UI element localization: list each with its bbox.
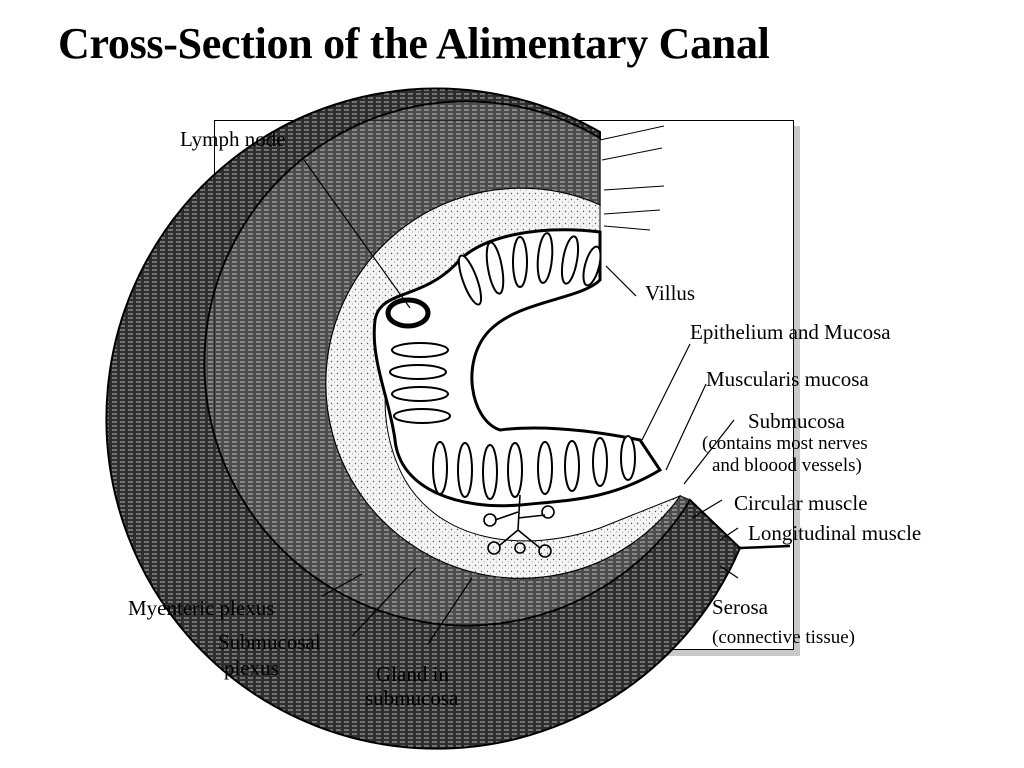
- label-submucosa: Submucosa: [748, 409, 845, 433]
- label-serosa: Serosa: [712, 595, 768, 619]
- label-submucosa-note-2: and bloood vessels): [712, 455, 862, 476]
- label-submucosal-plexus-1: Submucosal: [218, 630, 321, 654]
- lymph-node: [385, 297, 431, 329]
- leader-lines: [303, 159, 739, 645]
- label-circular-muscle: Circular muscle: [734, 491, 868, 515]
- villi: [389, 232, 636, 500]
- label-submucosal-plexus-2: plexus: [224, 656, 279, 680]
- label-epithelium-mucosa: Epithelium and Mucosa: [690, 320, 891, 344]
- label-submucosa-note-1: (contains most nerves: [702, 433, 868, 454]
- label-serosa-note: (connective tissue): [712, 627, 855, 648]
- label-gland-in-submucosa-2: submucosa: [365, 686, 459, 710]
- label-muscularis-mucosa: Muscularis mucosa: [706, 367, 869, 391]
- label-villus: Villus: [645, 281, 696, 305]
- page-title: Cross-Section of the Alimentary Canal: [58, 19, 770, 68]
- mesentery-lines: [599, 125, 791, 550]
- label-myenteric-plexus: Myenteric plexus: [128, 596, 275, 620]
- submucosal-gland: [483, 494, 555, 558]
- label-gland-in-submucosa-1: Gland in: [376, 662, 449, 686]
- label-longitudinal-muscle: Longitudinal muscle: [748, 521, 922, 545]
- label-lymph-node: Lymph node: [180, 127, 286, 151]
